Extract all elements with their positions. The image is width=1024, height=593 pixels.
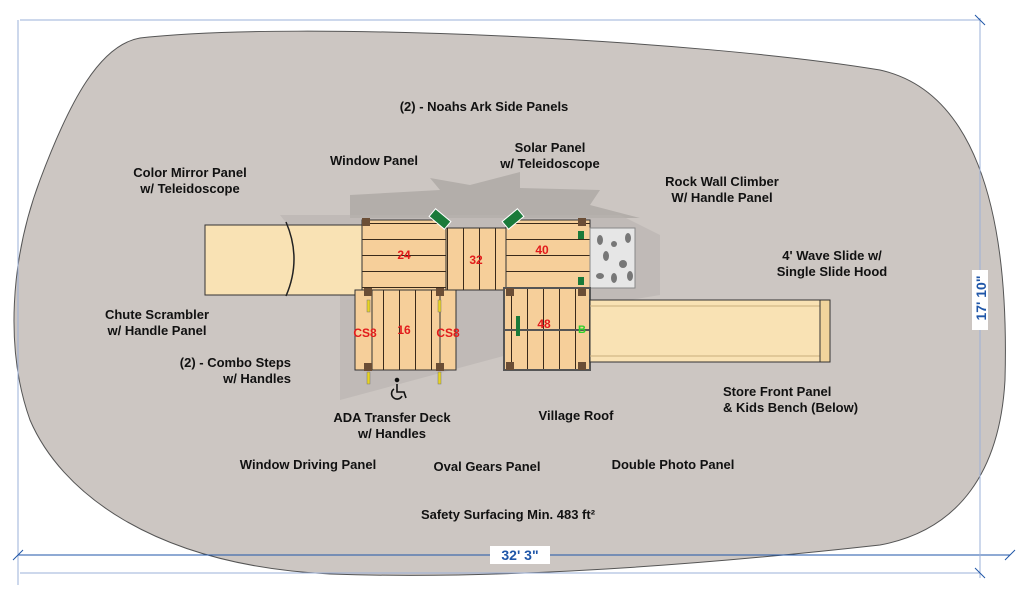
label-line: Rock Wall Climber (665, 174, 779, 189)
deck-24 (361, 219, 447, 293)
teleidoscope-icon (501, 208, 525, 230)
label-line: Chute Scrambler (104, 307, 210, 322)
posts (362, 218, 586, 371)
wheelchair-icon (390, 377, 407, 400)
label-line: 4' Wave Slide w/ (782, 248, 882, 263)
deck-number-48: 48 (537, 317, 551, 331)
combo-steps-label-right: CS8 (436, 326, 460, 340)
deck-number-32: 32 (469, 253, 483, 267)
step-handles (366, 299, 442, 385)
chute-scrambler (204, 221, 364, 297)
deck-number-40: 40 (535, 243, 549, 257)
label-village-roof: Village Roof (538, 408, 614, 423)
label-line: ADA Transfer Deck (333, 410, 451, 425)
deck-32 (445, 227, 507, 291)
handle-icon (578, 277, 584, 285)
label-store-front: Store Front Panel& Kids Bench (Below) (723, 384, 858, 416)
label-line: Color Mirror Panel (133, 165, 247, 180)
label-noahs-ark: (2) - Noahs Ark Side Panels (399, 99, 569, 114)
label-line: Solar Panel (514, 140, 586, 155)
label-wave-slide: 4' Wave Slide w/Single Slide Hood (777, 248, 888, 280)
label-line: w/ Handles (358, 426, 426, 441)
deck-number-24: 24 (397, 248, 411, 262)
label-line: & Kids Bench (Below) (723, 400, 859, 415)
label-line: Store Front Panel (723, 384, 832, 399)
deck-40 (505, 219, 591, 291)
label-safety-surfacing: Safety Surfacing Min. 483 ft² (420, 507, 596, 522)
label-line: w/ Teleidoscope (140, 181, 240, 196)
wave-slide (589, 299, 831, 363)
label-line: w/ Handles (223, 371, 291, 386)
label-line: w/ Handle Panel (107, 323, 207, 338)
label-window-panel: Window Panel (330, 153, 418, 168)
label-window-driving: Window Driving Panel (239, 457, 377, 472)
roof-shadow (350, 172, 640, 218)
rock-wall-climber (589, 227, 636, 289)
deck-16 (371, 289, 441, 371)
label-line: W/ Handle Panel (671, 190, 773, 205)
teleidoscope-icon (428, 208, 452, 230)
height-dimension-label: 17' 10" (973, 275, 989, 320)
combo-steps-right (439, 289, 457, 371)
label-oval-gears: Oval Gears Panel (433, 459, 541, 474)
handle-icon (578, 231, 584, 239)
width-dimension-label: 32' 3" (501, 547, 538, 563)
label-line: Single Slide Hood (776, 264, 888, 279)
label-line: w/ Teleidoscope (500, 156, 600, 171)
label-double-photo: Double Photo Panel (611, 457, 735, 472)
steering-wheel-icon (516, 316, 520, 336)
deck-number-16: 16 (397, 323, 411, 337)
marker-b: B (578, 324, 586, 336)
label-line: (2) - Combo Steps (179, 355, 291, 370)
combo-steps-label-left: CS8 (353, 326, 377, 340)
